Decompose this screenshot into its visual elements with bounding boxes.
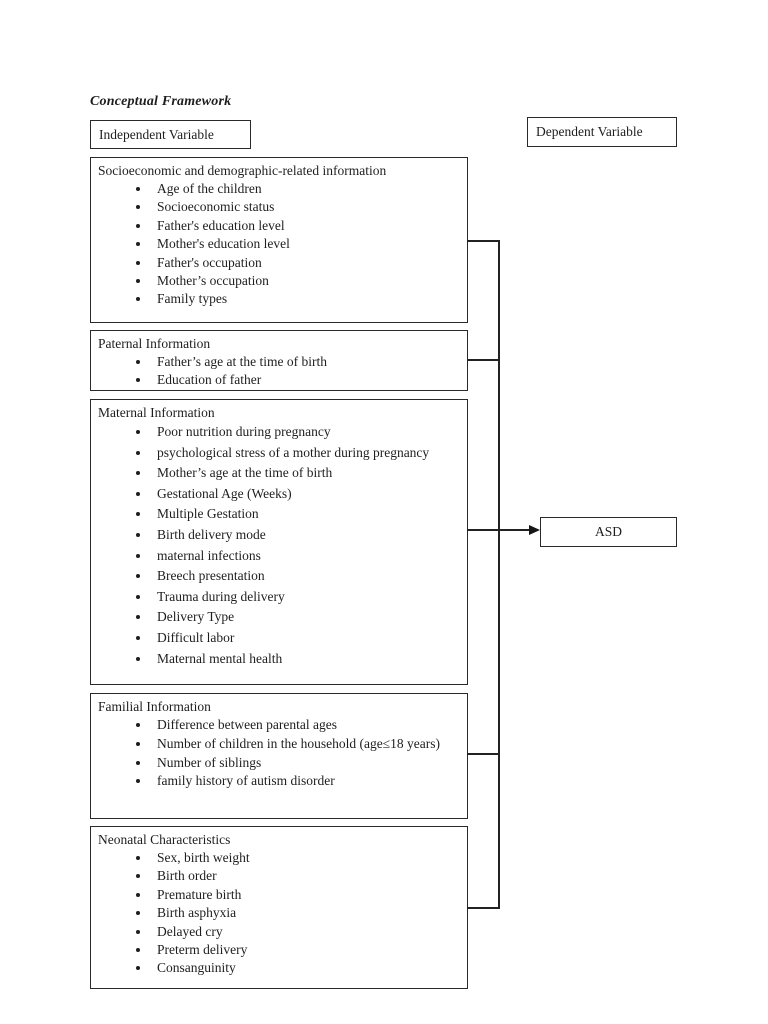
- list-item: Father's education level: [151, 217, 459, 235]
- list-item: Poor nutrition during pregnancy: [151, 422, 459, 443]
- connector-stub-paternal: [467, 359, 500, 361]
- connector-bus-line: [498, 240, 500, 908]
- list-item: Socioeconomic status: [151, 198, 459, 216]
- list-item: Maternal mental health: [151, 649, 459, 670]
- group-list: Poor nutrition during pregnancy psycholo…: [98, 422, 459, 669]
- list-item: Preterm delivery: [151, 941, 459, 959]
- dependent-variable-label: Dependent Variable: [536, 124, 643, 139]
- list-item: Sex, birth weight: [151, 849, 459, 867]
- list-item: Number of siblings: [151, 754, 459, 773]
- group-title: Maternal Information: [98, 405, 215, 420]
- list-item: Education of father: [151, 371, 459, 389]
- list-item: Consanguinity: [151, 959, 459, 977]
- outcome-box-asd: ASD: [540, 517, 677, 547]
- group-title: Socioeconomic and demographic-related in…: [98, 163, 387, 178]
- list-item: Family types: [151, 290, 459, 308]
- group-list: Difference between parental ages Number …: [98, 716, 459, 791]
- list-item: Multiple Gestation: [151, 504, 459, 525]
- list-item: Birth order: [151, 867, 459, 885]
- list-item: Premature birth: [151, 886, 459, 904]
- group-list: Father’s age at the time of birth Educat…: [98, 353, 459, 390]
- list-item: Mother’s age at the time of birth: [151, 463, 459, 484]
- list-item: family history of autism disorder: [151, 772, 459, 791]
- group-box-maternal: Maternal Information Poor nutrition duri…: [90, 399, 468, 685]
- group-title: Neonatal Characteristics: [98, 832, 231, 847]
- arrowhead-icon: [529, 524, 540, 535]
- arrow-line: [467, 529, 531, 531]
- list-item: maternal infections: [151, 546, 459, 567]
- list-item: Father's occupation: [151, 254, 459, 272]
- list-item: Difficult labor: [151, 628, 459, 649]
- group-list: Age of the children Socioeconomic status…: [98, 180, 459, 309]
- list-item: Gestational Age (Weeks): [151, 484, 459, 505]
- independent-variable-box: Independent Variable: [90, 120, 251, 149]
- outcome-label: ASD: [594, 524, 622, 539]
- list-item: Breech presentation: [151, 566, 459, 587]
- group-title: Familial Information: [98, 699, 211, 714]
- list-item: Father’s age at the time of birth: [151, 353, 459, 371]
- list-item: Birth delivery mode: [151, 525, 459, 546]
- connector-stub-socioeconomic: [467, 240, 500, 242]
- list-item: Delivery Type: [151, 607, 459, 628]
- list-item: Mother's education level: [151, 235, 459, 253]
- list-item: Birth asphyxia: [151, 904, 459, 922]
- independent-variable-label: Independent Variable: [99, 126, 214, 142]
- group-box-familial: Familial Information Difference between …: [90, 693, 468, 819]
- page-title: Conceptual Framework: [90, 94, 232, 109]
- group-title: Paternal Information: [98, 336, 211, 351]
- list-item: Age of the children: [151, 180, 459, 198]
- list-item: psychological stress of a mother during …: [151, 443, 459, 464]
- list-item: Delayed cry: [151, 923, 459, 941]
- connector-stub-familial: [467, 753, 500, 755]
- group-box-neonatal: Neonatal Characteristics Sex, birth weig…: [90, 826, 468, 989]
- connector-stub-neonatal: [467, 907, 500, 909]
- dependent-variable-box: Dependent Variable: [527, 117, 677, 147]
- list-item: Trauma during delivery: [151, 587, 459, 608]
- group-box-paternal: Paternal Information Father’s age at the…: [90, 330, 468, 391]
- group-box-socioeconomic: Socioeconomic and demographic-related in…: [90, 157, 468, 323]
- list-item: Number of children in the household (age…: [151, 735, 459, 754]
- group-list: Sex, birth weight Birth order Premature …: [98, 849, 459, 978]
- list-item: Difference between parental ages: [151, 716, 459, 735]
- list-item: Mother’s occupation: [151, 272, 459, 290]
